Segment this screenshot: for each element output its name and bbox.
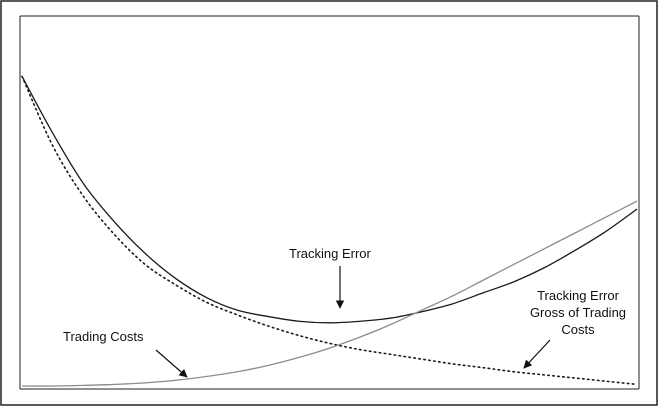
series-line-tracking-error-gross-of-trading-costs: [21, 75, 638, 386]
annotation-gross-label-line2: Gross of Trading: [530, 305, 626, 320]
series-line-tracking-error: [21, 76, 638, 324]
annotation-tracking-error-label: Tracking Error: [289, 246, 372, 261]
annotation-gross-label-line1: Tracking Error: [537, 288, 620, 303]
series-line-trading-costs: [21, 200, 638, 387]
annotation-gross-arrow: [523, 339, 551, 369]
annotation-trading-costs-arrow: [155, 349, 188, 378]
annotation-trading-costs-label: Trading Costs: [63, 329, 144, 344]
annotation-gross-label-line3: Costs: [561, 322, 595, 337]
series-layer: [21, 75, 638, 387]
